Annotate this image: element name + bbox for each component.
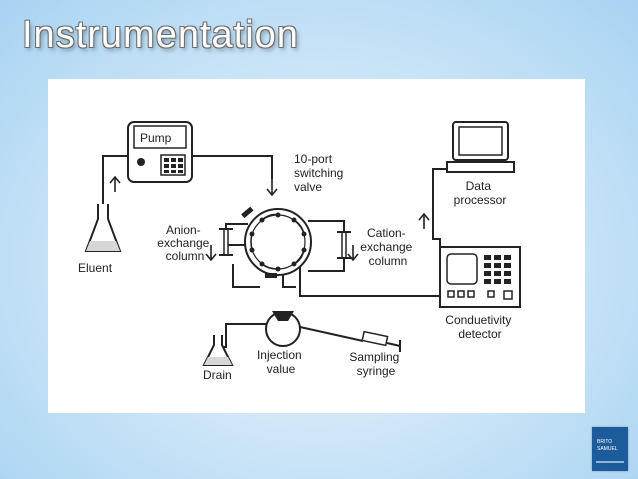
switching-valve [241, 206, 312, 278]
drain-label: Drain [203, 368, 232, 382]
drain-flask [202, 335, 234, 366]
arrow-down-icon [347, 245, 359, 262]
flow-arrows [109, 175, 430, 262]
instrument-diagram: Pump [78, 121, 521, 382]
arrow-down-icon [205, 245, 217, 262]
slide-title: Instrumentation [22, 14, 299, 56]
injection-valve-label: Injection value [257, 348, 305, 376]
syringe-label: Sampling syringe [349, 350, 402, 378]
pump-unit [127, 121, 193, 183]
brand-logo: BRITO SAMUEL [592, 427, 628, 471]
valve-label: 10-port switching valve [294, 152, 347, 194]
arrow-up-icon [109, 175, 121, 192]
eluent-label: Eluent [78, 261, 113, 275]
diagram-panel: Pump [48, 79, 585, 413]
logo-bar [596, 461, 624, 463]
arrow-up-icon [418, 212, 430, 229]
cation-column-label: Cation- exchange column [360, 226, 415, 268]
detector-label: Conduetivity detector [445, 313, 514, 341]
conductivity-detector [439, 246, 521, 308]
injection-valve [265, 311, 301, 347]
logo-line2: SAMUEL [597, 446, 618, 452]
pump-label: Pump [140, 131, 172, 145]
arrow-down-icon [266, 179, 278, 197]
anion-column-label: Anion- exchange column [157, 223, 212, 263]
logo-line1: BRITO [597, 439, 613, 445]
eluent-flask [84, 204, 122, 252]
data-processor-computer [446, 121, 515, 173]
sampling-syringe [361, 330, 401, 352]
anion-column [219, 228, 233, 256]
cation-column [337, 231, 351, 259]
data-processor-label: Data processor [454, 179, 507, 207]
